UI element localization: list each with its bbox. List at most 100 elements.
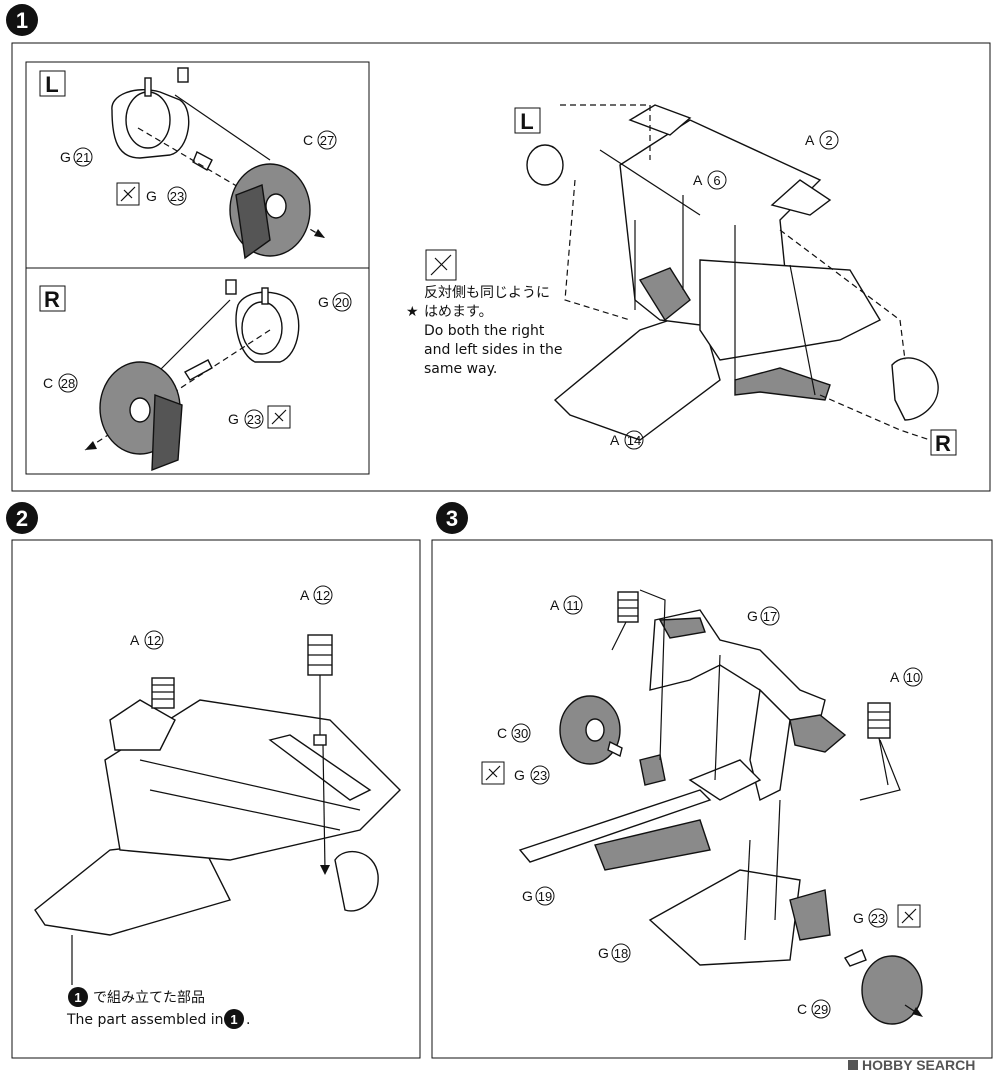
svg-text:C: C bbox=[497, 725, 507, 741]
note-jp-1: 反対側も同じように bbox=[424, 285, 550, 301]
damper-left bbox=[151, 677, 175, 709]
svg-text:28: 28 bbox=[61, 376, 75, 391]
callout-a12-left: A 12 bbox=[130, 630, 164, 650]
svg-text:G: G bbox=[853, 910, 864, 926]
step-2-header: 2 bbox=[6, 502, 38, 534]
svg-text:.: . bbox=[246, 1012, 250, 1028]
callout-a12-top: A 12 bbox=[300, 585, 333, 605]
svg-text:14: 14 bbox=[627, 433, 641, 448]
svg-text:G: G bbox=[60, 149, 71, 165]
svg-text:A: A bbox=[693, 172, 703, 188]
svg-text:23: 23 bbox=[170, 189, 184, 204]
svg-text:G: G bbox=[747, 608, 758, 624]
callout-g19: G 19 bbox=[522, 886, 555, 906]
callout-a14: A 14 bbox=[610, 430, 644, 450]
svg-text:29: 29 bbox=[814, 1002, 828, 1017]
step-1-reference: 1 で組み立てた部品 The part assembled in 1 . bbox=[66, 987, 250, 1029]
damper-right bbox=[307, 634, 333, 875]
svg-text:18: 18 bbox=[614, 946, 628, 961]
step-1-right-panel bbox=[25, 267, 370, 475]
svg-text:23: 23 bbox=[871, 911, 885, 926]
svg-text:A: A bbox=[890, 669, 900, 685]
callout-c29: C 29 bbox=[797, 999, 831, 1019]
callout-g17: G 17 bbox=[747, 606, 780, 626]
note-jp-2: はめます。 bbox=[424, 304, 493, 320]
svg-text:2: 2 bbox=[825, 133, 832, 148]
note-en-3: same way. bbox=[424, 361, 497, 377]
svg-text:C: C bbox=[303, 132, 313, 148]
svg-text:A: A bbox=[610, 432, 620, 448]
callout-a11: A 11 bbox=[550, 595, 583, 615]
svg-text:23: 23 bbox=[247, 412, 261, 427]
svg-text:19: 19 bbox=[538, 889, 552, 904]
svg-text:C: C bbox=[43, 375, 53, 391]
callout-c28: C 28 bbox=[43, 373, 78, 393]
side-right-letter: R bbox=[44, 287, 60, 312]
svg-text:G: G bbox=[146, 188, 157, 204]
svg-text:21: 21 bbox=[76, 150, 90, 165]
main-right-badge bbox=[930, 429, 957, 456]
svg-text:A: A bbox=[550, 597, 560, 613]
step-3-suspension bbox=[518, 589, 923, 1025]
note-en-1: Do both the right bbox=[424, 323, 545, 339]
svg-text:17: 17 bbox=[763, 609, 777, 624]
step-3-header: 3 bbox=[436, 502, 468, 534]
right-brake-assembly bbox=[84, 279, 300, 472]
step-number: 2 bbox=[16, 506, 28, 531]
note-en-2: and left sides in the bbox=[424, 342, 563, 358]
svg-text:A: A bbox=[130, 632, 140, 648]
svg-text:C: C bbox=[797, 1001, 807, 1017]
note-star: ★ bbox=[406, 304, 419, 320]
svg-text:A: A bbox=[300, 587, 310, 603]
reference-jp: で組み立てた部品 bbox=[93, 990, 205, 1006]
svg-text:G: G bbox=[514, 767, 525, 783]
callout-g23-step3-right: G 23 bbox=[853, 904, 921, 928]
step-number: 1 bbox=[16, 8, 28, 33]
side-left-letter: L bbox=[45, 72, 58, 97]
callout-c30: C 30 bbox=[497, 723, 531, 743]
callout-g23-step3-left: G 23 bbox=[481, 761, 550, 785]
watermark-text: HOBBY SEARCH bbox=[862, 1057, 975, 1073]
svg-text:27: 27 bbox=[320, 133, 334, 148]
step-3-frame bbox=[431, 539, 993, 1059]
main-left-letter: L bbox=[520, 109, 533, 134]
step-1-frame bbox=[11, 42, 991, 492]
callout-g21: G 21 bbox=[60, 147, 93, 167]
svg-text:6: 6 bbox=[713, 173, 720, 188]
main-right-letter: R bbox=[935, 431, 951, 456]
reference-en: The part assembled in bbox=[66, 1012, 224, 1028]
both-sides-note: 反対側も同じように ★ はめます。 Do both the right and … bbox=[406, 249, 563, 377]
svg-text:G: G bbox=[318, 294, 329, 310]
svg-text:10: 10 bbox=[906, 670, 920, 685]
callout-g23-left: G 23 bbox=[116, 182, 187, 206]
side-left-badge bbox=[39, 70, 66, 97]
callout-a2: A 2 bbox=[805, 130, 839, 150]
svg-text:1: 1 bbox=[74, 990, 81, 1005]
callout-c27: C 27 bbox=[303, 130, 337, 150]
svg-text:G: G bbox=[228, 411, 239, 427]
callout-a10: A 10 bbox=[890, 667, 923, 687]
step-1-header: 1 bbox=[6, 4, 38, 36]
svg-text:A: A bbox=[805, 132, 815, 148]
svg-text:11: 11 bbox=[566, 598, 580, 613]
step-number: 3 bbox=[446, 506, 458, 531]
svg-text:12: 12 bbox=[147, 633, 161, 648]
step-1-chassis bbox=[526, 104, 939, 441]
side-right-badge bbox=[39, 285, 66, 312]
svg-text:23: 23 bbox=[533, 768, 547, 783]
svg-text:1: 1 bbox=[230, 1012, 237, 1027]
step-2-frame bbox=[11, 539, 421, 1059]
callout-g20: G 20 bbox=[318, 292, 352, 312]
svg-text:G: G bbox=[598, 945, 609, 961]
left-brake-assembly bbox=[111, 67, 326, 260]
callout-a6: A 6 bbox=[693, 170, 727, 190]
watermark: HOBBY SEARCH bbox=[848, 1057, 975, 1073]
main-left-badge bbox=[514, 107, 541, 134]
step-2-chassis bbox=[34, 634, 401, 985]
svg-text:12: 12 bbox=[316, 588, 330, 603]
svg-text:20: 20 bbox=[335, 295, 349, 310]
svg-text:G: G bbox=[522, 888, 533, 904]
callout-g18: G 18 bbox=[598, 943, 631, 963]
callout-g23-right: G 23 bbox=[228, 405, 291, 429]
